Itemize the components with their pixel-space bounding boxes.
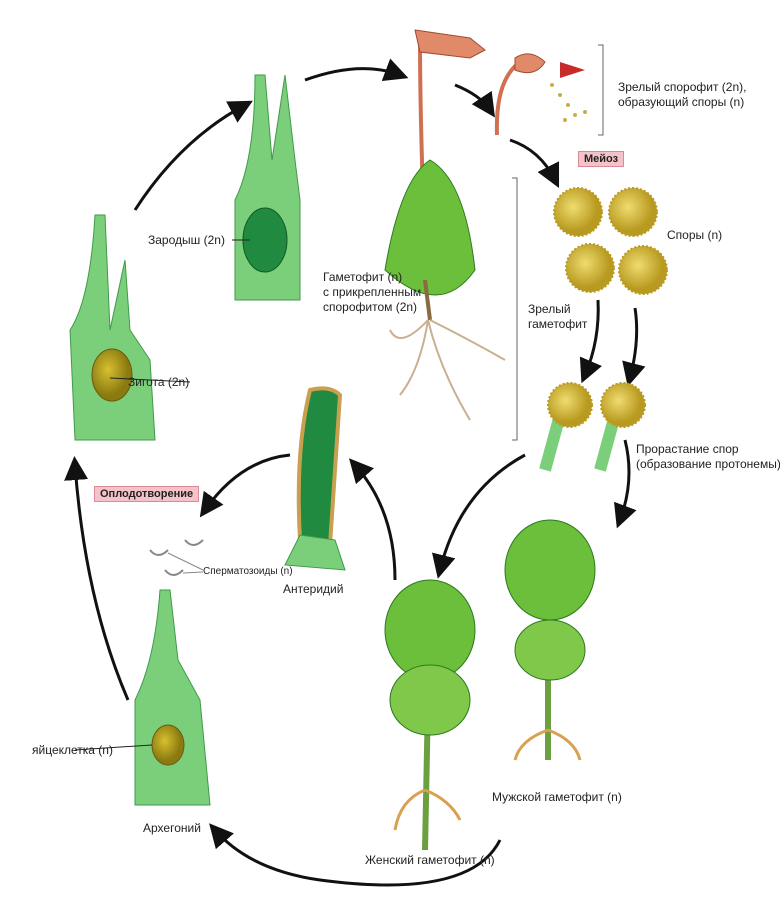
female-gametophyte bbox=[384, 579, 476, 851]
cycle-arrows bbox=[64, 58, 646, 887]
fertilization-tag: Оплодотворение bbox=[94, 486, 200, 502]
label-line: гаметофит bbox=[528, 317, 588, 331]
label-female-gametophyte: Женский гаметофит (n) bbox=[365, 853, 495, 867]
label-line: с прикрепленным bbox=[323, 285, 422, 299]
sporophyte-capsule bbox=[494, 44, 604, 136]
germinating-spores bbox=[539, 382, 646, 472]
spores bbox=[553, 187, 668, 295]
label-embryo: Зародыш (2n) bbox=[148, 233, 225, 247]
label-spores: Споры (n) bbox=[667, 228, 723, 242]
label-line: Прорастание спор bbox=[636, 442, 739, 456]
label-egg: яйцеклетка (n) bbox=[32, 743, 113, 757]
embryo-archegonium bbox=[234, 74, 301, 301]
label-spore-germination: Прорастание спор (образование протонемы) bbox=[636, 442, 780, 472]
meiosis-tag: Мейоз bbox=[578, 151, 625, 167]
label-mature-sporophyte: Зрелый спорофит (2n), образующий споры (… bbox=[618, 80, 746, 110]
gametophyte-with-sporophyte bbox=[384, 29, 506, 421]
arrow-embryo-to-sporophyte bbox=[133, 100, 253, 211]
label-archegonium: Архегоний bbox=[143, 821, 201, 835]
male-gametophyte bbox=[504, 519, 596, 761]
antheridium bbox=[284, 386, 346, 571]
label-antheridium: Антеридий bbox=[283, 582, 344, 596]
label-line: Гаметофит (n) bbox=[323, 270, 403, 284]
zygote-archegonium bbox=[69, 214, 156, 441]
label-line: образующий споры (n) bbox=[618, 95, 745, 109]
label-zygote: Зигота (2n) bbox=[128, 375, 190, 389]
label-gametophyte-with-sporophyte: Гаметофит (n) с прикрепленным спорофитом… bbox=[323, 270, 421, 315]
label-mature-gametophyte: Зрелый гаметофит bbox=[528, 302, 587, 332]
label-male-gametophyte: Мужской гаметофит (n) bbox=[492, 790, 622, 804]
label-line: (образование протонемы) bbox=[636, 457, 780, 471]
label-line: Зрелый спорофит (2n), bbox=[618, 80, 747, 94]
label-line: спорофитом (2n) bbox=[323, 300, 418, 314]
label-sperm: Сперматозоиды (n) bbox=[203, 566, 293, 577]
egg-archegonium bbox=[74, 589, 211, 806]
sperm-cells bbox=[149, 539, 204, 576]
label-line: Зрелый bbox=[528, 302, 571, 316]
